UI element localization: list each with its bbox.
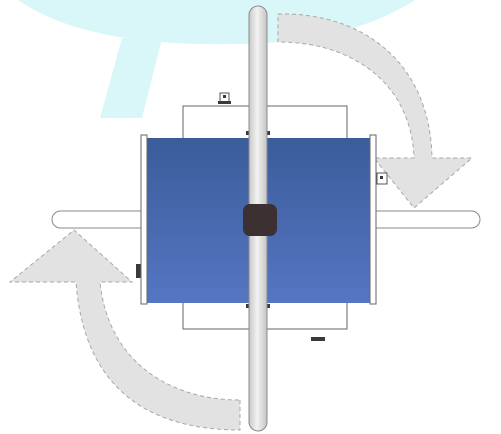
rotate-arrow-bottom-left-icon: [8, 229, 241, 431]
right-mount-clip-dot: [380, 176, 383, 179]
panel-left-frame: [140, 134, 148, 305]
left-side-clip: [136, 264, 141, 278]
bottom-mount-clip: [311, 337, 325, 341]
rotate-arrow-top-right-icon: [277, 13, 474, 209]
panel-right-frame: [369, 134, 377, 305]
top-mount-base: [218, 101, 231, 104]
background-watermark-stem: [100, 38, 162, 118]
rotation-knob-icon[interactable]: [243, 204, 277, 236]
top-mount-clip-dot: [223, 95, 226, 98]
